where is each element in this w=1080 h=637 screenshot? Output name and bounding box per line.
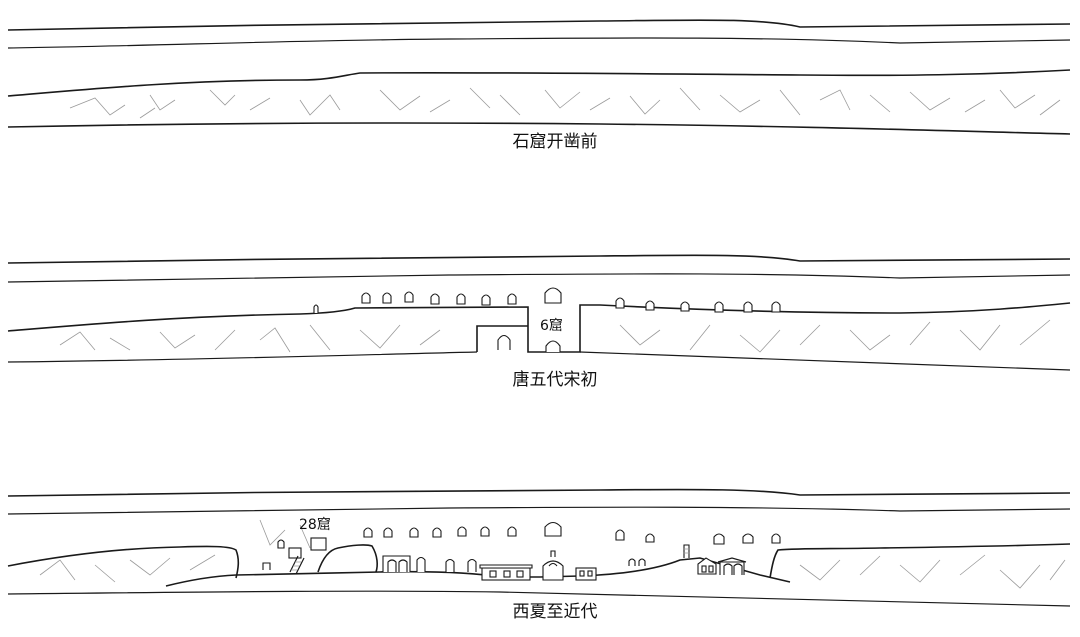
cave-28-structures bbox=[262, 537, 327, 575]
caption-xixia-modern: 西夏至近代 bbox=[513, 602, 598, 622]
cave-28-label: 28窟 bbox=[299, 516, 331, 533]
cave-6-label: 6窟 bbox=[540, 317, 563, 334]
cave-niches bbox=[313, 287, 781, 352]
cliff-cracks bbox=[69, 87, 1061, 119]
panel-tang-song: 6窟 唐五代宋初 bbox=[7, 254, 1071, 390]
caption-tang-song: 唐五代宋初 bbox=[513, 369, 598, 390]
cliff-cracks bbox=[39, 519, 1066, 589]
panel-before-excavation: 石窟开凿前 bbox=[7, 19, 1071, 152]
modern-buildings bbox=[382, 544, 747, 581]
panel-xixia-modern: 28窟 西夏至近代 bbox=[7, 488, 1071, 622]
cliff-cracks bbox=[59, 319, 1051, 353]
cave-niches bbox=[363, 521, 781, 566]
caption-before-excavation: 石窟开凿前 bbox=[513, 132, 598, 152]
